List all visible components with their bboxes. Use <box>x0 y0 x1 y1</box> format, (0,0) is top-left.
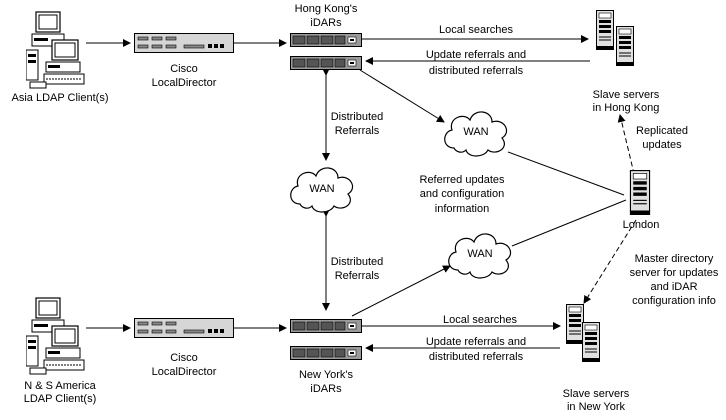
hk-idar-server-1-icon <box>290 33 362 47</box>
referred-updates-line2: and configuration <box>420 188 504 200</box>
master-directory-line4: configuration info <box>632 295 716 307</box>
distributed-referrals-top-line2: Referrals <box>335 125 380 137</box>
referred-updates-line1: Referred updates <box>420 174 505 186</box>
na-client-label-line2: LDAP Client(s) <box>24 393 97 405</box>
slave-ny-label-line2: in New York <box>567 401 626 413</box>
london-label: London <box>623 219 660 231</box>
referred-updates-line3: information <box>435 203 489 215</box>
hk-idars-label-line2: iDARs <box>310 17 342 29</box>
master-directory-line3: and iDAR <box>650 281 697 293</box>
wan-top-to-london-line <box>507 151 625 196</box>
master-directory-line1: Master directory <box>635 253 714 265</box>
slave-hk-label-line1: Slave servers <box>593 89 660 101</box>
connections <box>86 35 637 352</box>
ny-idar-server-1-icon <box>290 319 362 333</box>
ny-idar-server-2-icon <box>290 346 362 360</box>
update-referrals-bottom-line2: distributed referrals <box>429 351 524 363</box>
ny-idar-to-wan-arrow <box>351 265 451 317</box>
update-referrals-top-line2: distributed referrals <box>429 65 524 77</box>
ny-idars-label-line1: New York's <box>299 369 354 381</box>
master-directory-line2: server for updates <box>630 267 719 279</box>
distributed-referrals-top-line1: Distributed <box>331 111 384 123</box>
slave-hk-label-line2: in Hong Kong <box>593 102 660 114</box>
replicated-updates-line1: Replicated <box>636 125 688 137</box>
cisco-localdirector-top-icon <box>134 33 234 53</box>
ny-slave-servers-icon <box>566 304 600 362</box>
distributed-referrals-bottom-line1: Distributed <box>331 256 384 268</box>
replicated-updates-line2: updates <box>642 139 682 151</box>
local-searches-top-label: Local searches <box>439 24 513 36</box>
update-referrals-top-line1: Update referrals and <box>426 49 526 61</box>
asia-client-label: Asia LDAP Client(s) <box>12 92 109 104</box>
wan-middle-label: WAN <box>309 183 334 195</box>
ny-idars-label-line2: iDARs <box>310 383 342 395</box>
cisco-localdirector-bottom-icon <box>134 318 234 338</box>
hk-idars-label-line1: Hong Kong's <box>295 3 358 15</box>
na-client-label-line1: N & S America <box>24 380 96 392</box>
hk-idar-server-2-icon <box>290 56 362 70</box>
wan-bottom-to-london-line <box>511 199 627 247</box>
cisco-bottom-label-line2: LocalDirector <box>152 366 217 378</box>
wan-bottom-label: WAN <box>467 248 492 260</box>
update-referrals-bottom-line1: Update referrals and <box>426 336 526 348</box>
london-master-server-icon <box>629 170 651 215</box>
na-client-computer-icon <box>26 297 85 375</box>
hk-idar-to-wan-arrow <box>359 69 445 123</box>
slave-ny-label-line1: Slave servers <box>563 388 630 400</box>
labels: Asia LDAP Client(s) N & S America LDAP C… <box>12 3 719 413</box>
cisco-top-label-line1: Cisco <box>170 63 198 75</box>
local-searches-bottom-label: Local searches <box>443 314 517 326</box>
asia-client-computer-icon <box>26 11 85 89</box>
wan-top-label: WAN <box>463 126 488 138</box>
distributed-referrals-bottom-line2: Referrals <box>335 270 380 282</box>
cisco-bottom-label-line1: Cisco <box>170 352 198 364</box>
master-to-ny-slaves-arrow <box>583 219 637 304</box>
cisco-top-label-line2: LocalDirector <box>152 77 217 89</box>
hk-slave-servers-icon <box>596 10 634 66</box>
